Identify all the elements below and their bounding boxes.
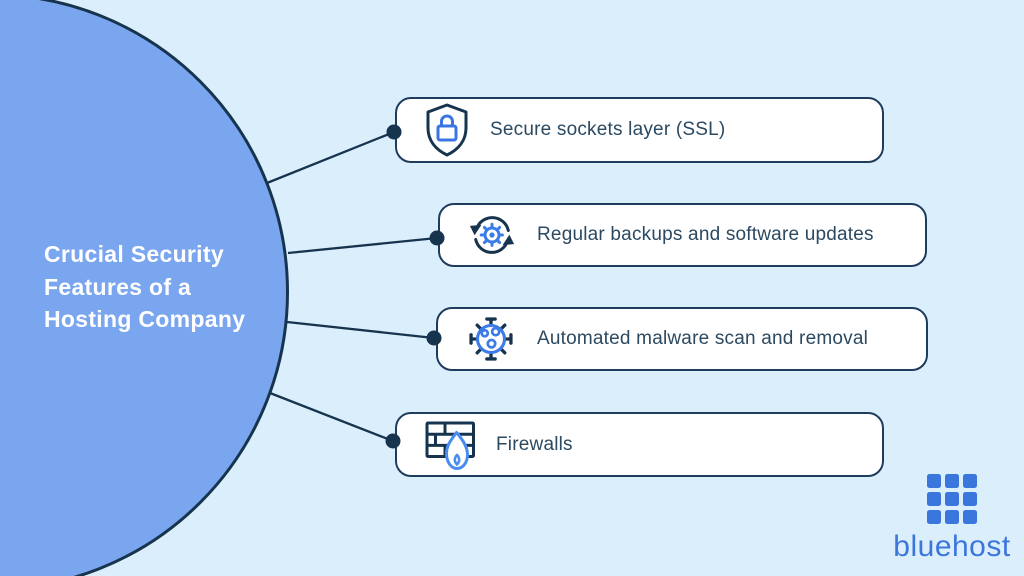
feature-label: Automated malware scan and removal [537,328,869,349]
malware-virus-icon [464,312,518,366]
feature-card-ssl: Secure sockets layer (SSL) [395,97,884,163]
connector-line-ssl [266,130,395,185]
brand-logo: bluehost [893,474,1011,562]
feature-card-backups: Regular backups and software updates [438,203,927,267]
main-title: Crucial Security Features of a Hosting C… [44,241,246,332]
feature-card-malware: Automated malware scan and removal [436,307,928,371]
shield-lock-icon [423,101,471,159]
connector-line-firewall [269,391,394,443]
brand-name: bluehost [893,530,1011,563]
feature-label: Regular backups and software updates [537,224,874,245]
feature-card-firewall: Firewalls [395,412,884,477]
firewall-brick-flame-icon [423,418,477,472]
feature-label: Firewalls [496,433,573,455]
feature-label: Secure sockets layer (SSL) [490,119,726,140]
backup-sync-gear-icon [466,209,518,261]
bluehost-grid-icon [927,474,977,524]
